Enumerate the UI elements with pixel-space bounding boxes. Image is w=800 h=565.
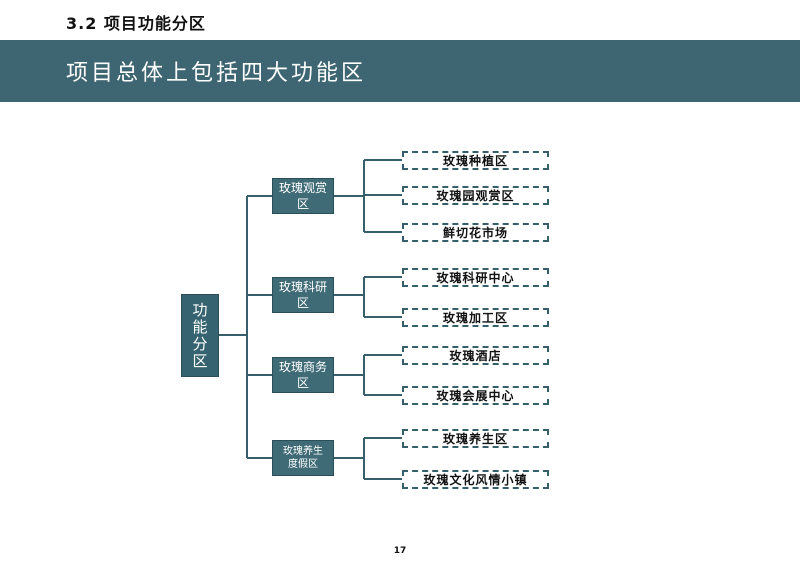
leaf-node: 玫瑰科研中心 (402, 268, 549, 287)
leaf-node: 玫瑰酒店 (402, 346, 549, 365)
leaf-node: 玫瑰种植区 (402, 151, 549, 170)
leaf-node: 鲜切花市场 (402, 223, 549, 242)
group-node-viewing: 玫瑰观赏区 (272, 178, 334, 214)
leaf-node: 玫瑰文化风情小镇 (402, 470, 549, 489)
leaf-node: 玫瑰加工区 (402, 308, 549, 327)
leaf-node: 玫瑰园观赏区 (402, 186, 549, 205)
group-node-research: 玫瑰科研区 (272, 277, 334, 313)
root-node: 功能分区 (181, 294, 219, 377)
group-node-business: 玫瑰商务区 (272, 357, 334, 393)
leaf-node: 玫瑰养生区 (402, 429, 549, 448)
banner-title: 项目总体上包括四大功能区 (66, 61, 367, 86)
group-node-wellness: 玫瑰养生度假区 (272, 440, 334, 476)
page-number: 17 (393, 546, 407, 556)
leaf-node: 玫瑰会展中心 (402, 386, 549, 405)
section-title: 3.2 项目功能分区 (66, 14, 206, 33)
title-banner: 项目总体上包括四大功能区 (0, 40, 800, 102)
